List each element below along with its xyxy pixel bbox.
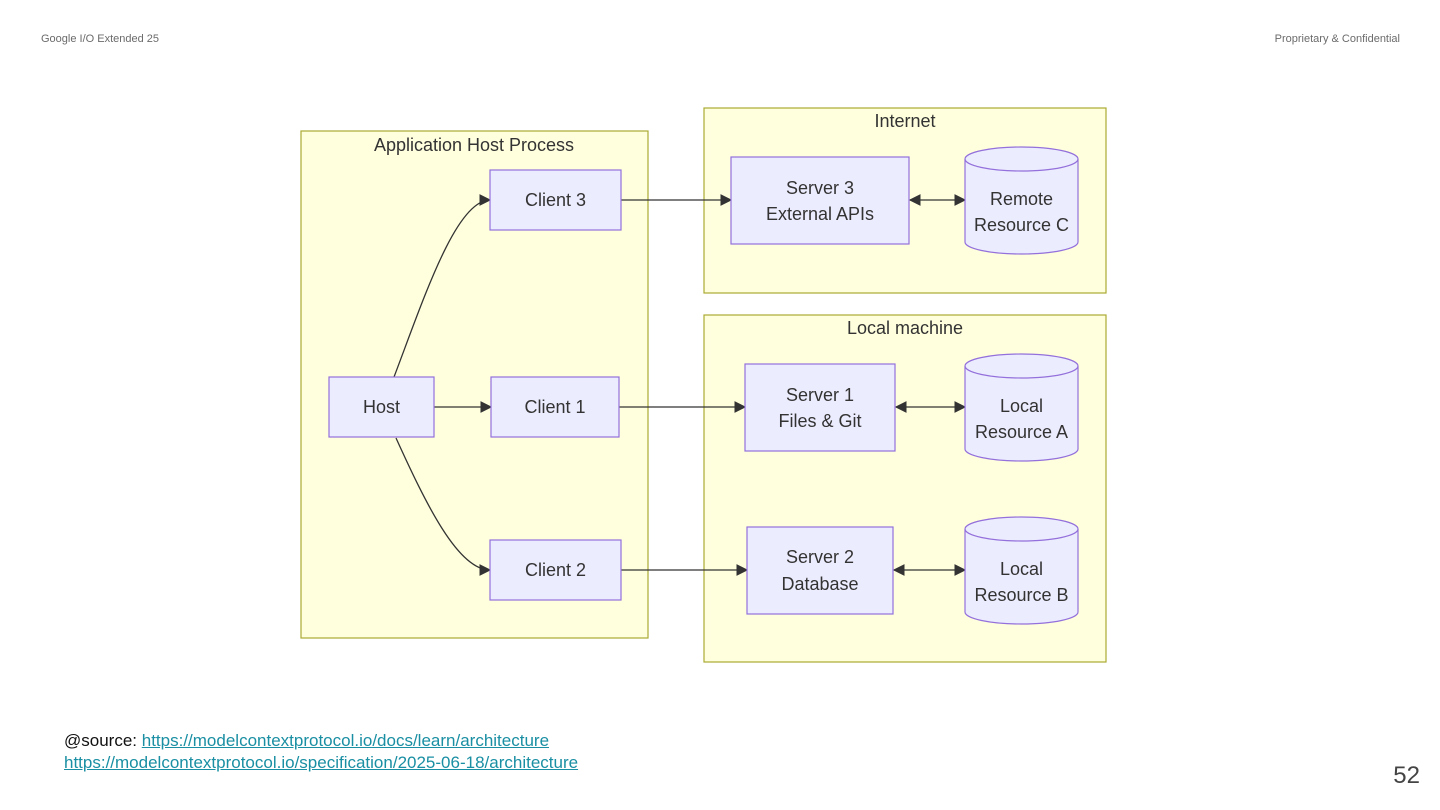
node-client-1-label: Client 1 xyxy=(524,397,585,417)
node-local-resource-b: Local Resource B xyxy=(964,516,1079,625)
node-host-label: Host xyxy=(363,397,400,417)
header-confidential: Proprietary & Confidential xyxy=(1274,33,1400,45)
source-link-architecture[interactable]: https://modelcontextprotocol.io/docs/lea… xyxy=(141,731,550,750)
node-server-3-line2: External APIs xyxy=(766,204,874,224)
node-client-1: Client 1 xyxy=(490,376,620,438)
source-line-2: https://modelcontextprotocol.io/specific… xyxy=(64,752,578,774)
node-server-3-line1: Server 3 xyxy=(786,178,854,198)
source-line-1: @source: https://modelcontextprotocol.io… xyxy=(64,730,578,752)
header-event-name: Google I/O Extended 25 xyxy=(41,33,160,45)
node-local-resource-b-line2: Resource B xyxy=(974,585,1068,605)
node-local-resource-a: Local Resource A xyxy=(964,353,1079,462)
group-label-application-host-process: Application Host Process xyxy=(374,135,574,155)
node-server-2: Server 2 Database xyxy=(746,526,894,615)
node-client-2: Client 2 xyxy=(489,539,622,601)
node-server-2-line1: Server 2 xyxy=(786,547,854,567)
source-citation: @source: https://modelcontextprotocol.io… xyxy=(64,730,578,774)
node-server-3: Server 3 External APIs xyxy=(730,156,910,245)
edge-host-client2 xyxy=(395,437,492,576)
node-local-resource-a-line2: Resource A xyxy=(975,422,1068,442)
edge-host-client3 xyxy=(393,194,492,378)
node-local-resource-b-line1: Local xyxy=(1000,559,1043,579)
node-remote-resource-c-line2: Resource C xyxy=(974,215,1069,235)
node-remote-resource-c: Remote Resource C xyxy=(964,146,1079,255)
source-prefix: @source: xyxy=(64,731,138,750)
node-remote-resource-c-line1: Remote xyxy=(990,189,1053,209)
node-host: Host xyxy=(328,376,435,438)
source-link-specification[interactable]: https://modelcontextprotocol.io/specific… xyxy=(64,753,579,772)
node-server-1: Server 1 Files & Git xyxy=(744,363,896,452)
group-label-local-machine: Local machine xyxy=(847,318,963,338)
node-server-1-line2: Files & Git xyxy=(778,411,861,431)
node-server-2-line2: Database xyxy=(781,574,858,594)
node-local-resource-a-line1: Local xyxy=(1000,396,1043,416)
edges xyxy=(393,194,967,576)
group-label-internet: Internet xyxy=(874,111,935,131)
page-number: 52 xyxy=(1393,762,1420,789)
node-client-2-label: Client 2 xyxy=(525,560,586,580)
node-client-3: Client 3 xyxy=(489,169,622,231)
node-server-1-line1: Server 1 xyxy=(786,385,854,405)
node-client-3-label: Client 3 xyxy=(525,190,586,210)
